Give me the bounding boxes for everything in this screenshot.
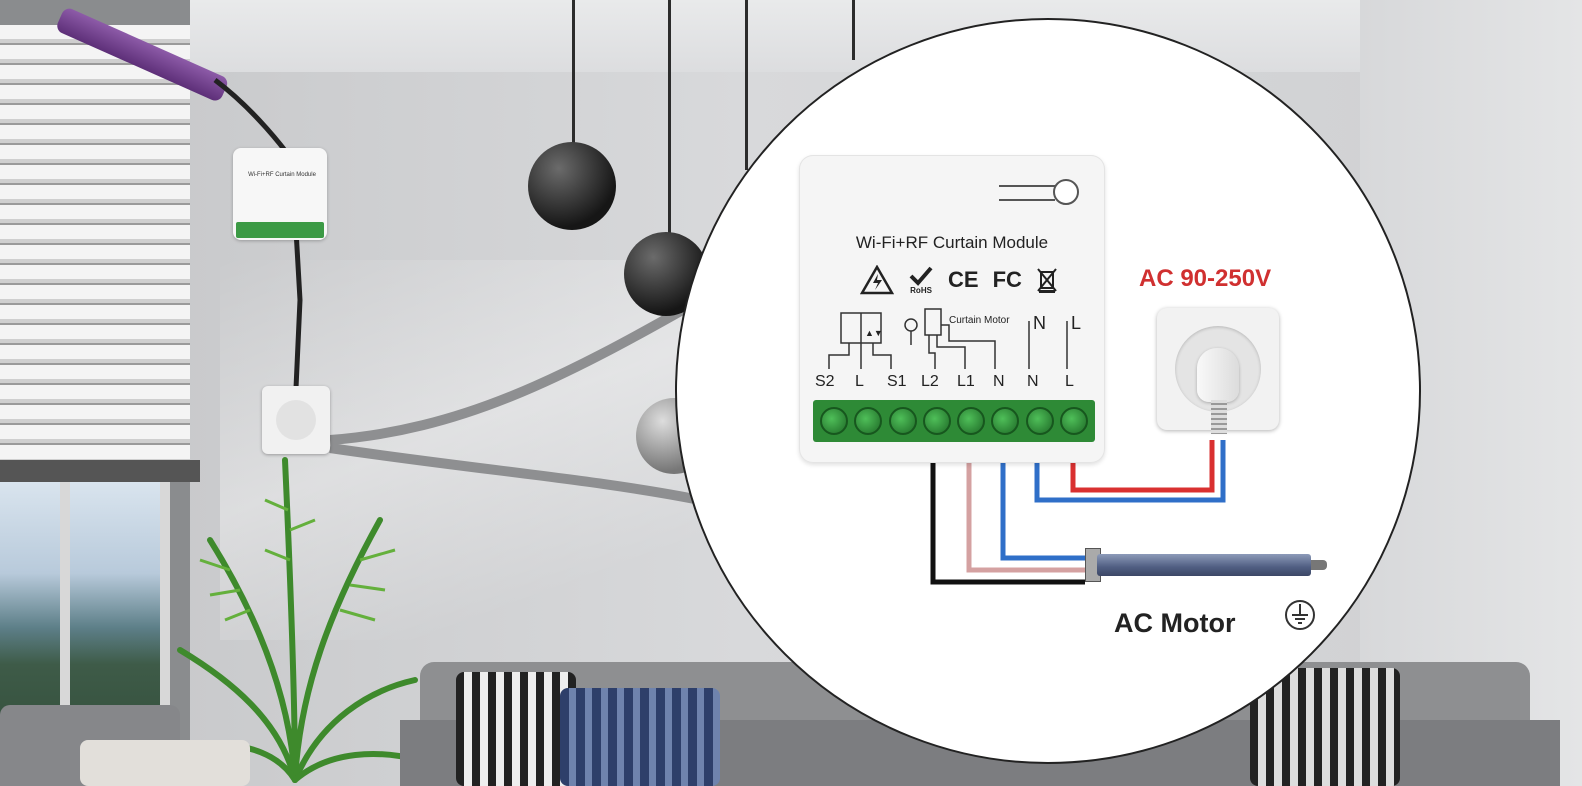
- fcc-mark: FC: [992, 267, 1022, 292]
- rohs-label: RoHS: [910, 285, 932, 295]
- terminal-screw: [922, 407, 951, 435]
- mini-module-title: Wi-Fi+RF Curtain Module: [248, 172, 316, 178]
- motor-wire-l1: [966, 460, 1085, 573]
- ceiling: [0, 0, 1582, 72]
- terminal-block: [813, 400, 1095, 442]
- lamp-cord: [745, 0, 748, 170]
- tubular-motor: [1097, 554, 1311, 576]
- ground-icon: [1285, 600, 1315, 630]
- lamp-cord: [572, 0, 575, 150]
- motor-shaft: [1311, 560, 1327, 570]
- terminal-screw: [991, 407, 1020, 435]
- terminal-label-n2: N: [1027, 373, 1039, 390]
- terminal-label-l: L: [855, 373, 864, 390]
- lamp-cord: [668, 0, 671, 240]
- window-mullion: [160, 482, 170, 786]
- wall-socket: [262, 386, 330, 454]
- power-plug: [1197, 348, 1239, 402]
- potted-plant: [172, 457, 420, 783]
- terminal-label-l2: L2: [921, 373, 939, 390]
- top-label-n: N: [1033, 313, 1046, 333]
- terminal-label-n: N: [993, 373, 1005, 390]
- floor-cable: [329, 443, 701, 505]
- plug-cord: [1211, 400, 1227, 434]
- pillow: [1250, 668, 1400, 786]
- warning-icon: [860, 265, 895, 295]
- window-blinds: [0, 25, 190, 475]
- pillow: [456, 672, 576, 786]
- motor-wire-l2: [930, 460, 1085, 585]
- outlet-socket: [1175, 326, 1261, 434]
- voltage-label: AC 90-250V: [1139, 265, 1272, 292]
- motor-neutral-wire: [1000, 460, 1085, 561]
- wiring-callout: Wi-Fi+RF Curtain Module RoHS CE FC: [675, 18, 1421, 764]
- weee-bin-icon: [1037, 268, 1057, 293]
- antenna-line: [999, 199, 1055, 201]
- floor-cable: [329, 295, 703, 445]
- top-label-l: L: [1071, 313, 1082, 333]
- ce-mark: CE: [948, 267, 979, 292]
- rohs-mark: RoHS: [908, 266, 934, 295]
- window-mullion: [60, 482, 70, 786]
- wall-outlet: [1157, 308, 1279, 434]
- certification-row: RoHS CE FC: [839, 265, 1079, 295]
- pillow: [80, 740, 250, 786]
- wiring-lines: [930, 440, 1226, 585]
- module-schematic: ▲▼: [828, 308, 1068, 369]
- pillow: [560, 688, 720, 786]
- schematic-label: Curtain Motor: [949, 315, 1010, 326]
- terminal-screw: [888, 407, 917, 435]
- curtain-module: Wi-Fi+RF Curtain Module RoHS CE FC: [799, 155, 1105, 463]
- checkmark-icon: [909, 266, 933, 286]
- antenna-line: [999, 185, 1055, 187]
- live-wire: [1070, 440, 1215, 493]
- terminal-screw: [957, 407, 986, 435]
- motor-label: AC Motor: [1114, 608, 1236, 638]
- module-title: Wi-Fi+RF Curtain Module: [855, 233, 1049, 252]
- terminal-label-l3: L: [1065, 373, 1074, 390]
- terminal-screw: [1059, 407, 1088, 435]
- terminal-label-s2: S2: [815, 373, 835, 390]
- terminal-screw: [1025, 407, 1054, 435]
- mini-terminal-strip: [236, 222, 324, 238]
- pendant-lamp: [528, 142, 616, 230]
- terminal-screw: [820, 407, 849, 435]
- svg-text:▲▼: ▲▼: [865, 328, 883, 338]
- terminal-label-l1: L1: [957, 373, 975, 390]
- neutral-wire: [1034, 440, 1226, 503]
- antenna-icon: [1053, 179, 1079, 205]
- lamp-cord: [852, 0, 855, 60]
- blind-rail: [0, 460, 200, 482]
- terminal-screw: [854, 407, 883, 435]
- terminal-label-s1: S1: [887, 373, 907, 390]
